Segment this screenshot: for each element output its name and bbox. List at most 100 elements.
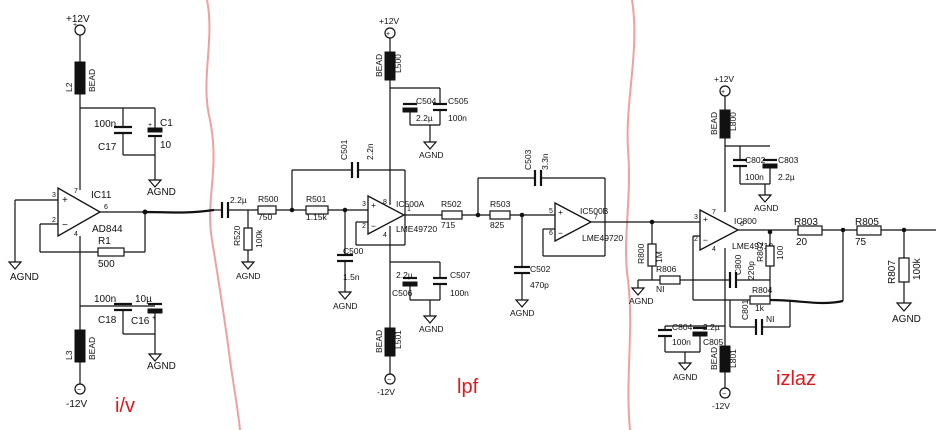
svg-text:BEAD: BEAD	[374, 330, 384, 353]
iv-bead-top	[74, 61, 86, 95]
izlaz-lme49710-label: LME49710	[732, 241, 773, 251]
svg-text:8: 8	[383, 199, 387, 206]
svg-text:C802: C802	[745, 155, 766, 165]
izlaz-section: R800 1M AGND R806 NI + − IC800 LME49710 …	[629, 74, 936, 411]
svg-text:C504: C504	[416, 96, 437, 106]
svg-text:715: 715	[441, 220, 455, 230]
svg-text:2: 2	[362, 223, 366, 230]
iv-c17-ref: C17	[98, 142, 117, 153]
svg-text:C801: C801	[740, 299, 750, 320]
lpf-ic500b-label: IC500B	[580, 206, 609, 216]
svg-text:R503: R503	[490, 199, 511, 209]
svg-text:+: +	[152, 315, 156, 322]
section-label-lpf: lpf	[457, 376, 479, 398]
svg-text:100: 100	[775, 246, 785, 260]
svg-text:2.2µ: 2.2µ	[396, 270, 413, 280]
svg-text:AGND: AGND	[419, 150, 444, 160]
svg-text:−: −	[703, 235, 708, 245]
svg-text:AGND: AGND	[673, 372, 698, 382]
svg-text:2.2µ: 2.2µ	[778, 172, 795, 182]
svg-text:C805: C805	[703, 337, 724, 347]
iv-c1-value: 10	[160, 140, 172, 151]
lpf-r520	[243, 227, 253, 251]
svg-text:R520: R520	[232, 225, 242, 246]
izlaz-r806	[659, 275, 681, 285]
svg-text:BEAD: BEAD	[709, 347, 719, 370]
svg-text:+: +	[371, 200, 376, 210]
svg-text:5: 5	[549, 208, 553, 215]
svg-text:3.3n: 3.3n	[540, 153, 550, 170]
svg-text:+: +	[721, 89, 725, 96]
svg-text:+: +	[386, 31, 390, 38]
svg-text:+: +	[148, 122, 152, 129]
svg-text:NI: NI	[766, 314, 775, 324]
svg-text:AGND: AGND	[629, 296, 654, 306]
svg-text:6: 6	[104, 204, 108, 211]
iv-r1-value: 500	[98, 259, 115, 270]
section-label-iv: i/v	[115, 395, 135, 417]
svg-text:C800: C800	[733, 254, 743, 275]
svg-text:+12V: +12V	[714, 74, 734, 84]
izlaz-r807	[898, 257, 910, 283]
izlaz-ic800-label: IC800	[734, 216, 757, 226]
svg-text:+: +	[62, 195, 68, 206]
iv-vplus-label: +12V	[66, 14, 90, 25]
svg-text:−: −	[62, 220, 68, 231]
svg-text:-12V: -12V	[712, 401, 730, 411]
svg-text:20: 20	[796, 237, 808, 248]
svg-text:-12V: -12V	[377, 387, 395, 397]
lpf-opamp-ic500a	[367, 194, 406, 236]
svg-text:+12V: +12V	[379, 16, 399, 26]
svg-text:7: 7	[594, 214, 598, 221]
svg-text:R501: R501	[306, 194, 327, 204]
svg-text:100k: 100k	[912, 257, 923, 280]
svg-text:BEAD: BEAD	[87, 337, 97, 360]
svg-text:3: 3	[362, 201, 366, 208]
svg-text:1: 1	[407, 206, 411, 213]
svg-text:C804: C804	[672, 322, 693, 332]
svg-text:AGND: AGND	[892, 314, 921, 325]
iv-vminus-label: -12V	[66, 399, 87, 410]
iv-vminus-terminal	[74, 383, 86, 395]
lpf-cin-value: 2.2µ	[230, 195, 247, 205]
svg-text:+: +	[558, 207, 563, 217]
iv-c1-ref: C1	[160, 118, 173, 129]
svg-text:1M: 1M	[654, 251, 664, 263]
svg-text:1.5n: 1.5n	[343, 272, 360, 282]
lpf-lme49720-a: LME49720	[396, 224, 437, 234]
iv-agnd-bot: AGND	[147, 361, 176, 372]
svg-text:75: 75	[855, 237, 867, 248]
iv-bead-top-ref: L2	[64, 82, 74, 92]
iv-section: + +12V L2 BEAD 100n C17 + C1 10 AGND + −…	[7, 14, 215, 417]
svg-text:470p: 470p	[530, 280, 549, 290]
iv-agnd-in: AGND	[10, 272, 39, 283]
svg-text:R502: R502	[441, 199, 462, 209]
iv-c16-value: 10µ	[135, 294, 152, 305]
iv-bead-bot	[74, 329, 86, 363]
svg-text:100k: 100k	[254, 229, 264, 248]
svg-text:1.15k: 1.15k	[306, 212, 328, 222]
svg-text:L501: L501	[393, 330, 403, 349]
svg-text:2: 2	[694, 236, 698, 243]
svg-text:+: +	[703, 214, 708, 224]
svg-text:C506: C506	[392, 288, 413, 298]
svg-text:100n: 100n	[450, 288, 469, 298]
svg-text:2.2µ: 2.2µ	[416, 113, 433, 123]
svg-text:AGND: AGND	[419, 324, 444, 334]
svg-text:R806: R806	[656, 264, 677, 274]
izlaz-opamp-ic800	[699, 208, 740, 252]
svg-text:BEAD: BEAD	[374, 54, 384, 77]
svg-text:C505: C505	[448, 96, 469, 106]
svg-text:3: 3	[52, 192, 56, 199]
svg-text:6: 6	[740, 221, 744, 228]
lpf-r503	[489, 210, 511, 220]
svg-text:100n: 100n	[448, 113, 467, 123]
svg-text:R802: R802	[755, 241, 765, 262]
svg-text:R500: R500	[258, 194, 279, 204]
svg-text:1k: 1k	[755, 303, 765, 313]
svg-text:L801: L801	[728, 349, 738, 368]
iv-r1	[97, 247, 125, 257]
svg-text:C500: C500	[343, 246, 364, 256]
svg-text:−: −	[558, 228, 563, 238]
svg-text:825: 825	[490, 220, 504, 230]
